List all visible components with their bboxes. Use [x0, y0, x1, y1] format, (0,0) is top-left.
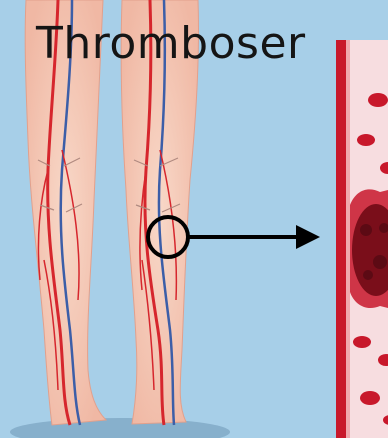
vessel-cross-section	[336, 40, 388, 438]
vessel-wall-inner-left	[346, 40, 350, 438]
clot-cell	[373, 255, 387, 269]
red-blood-cell	[360, 391, 380, 405]
red-blood-cell	[368, 93, 388, 107]
clot-cell	[360, 224, 372, 236]
clot-cell	[363, 270, 373, 280]
diagram-title: Thromboser	[36, 22, 306, 66]
red-blood-cell	[353, 336, 371, 348]
vessel-wall-left	[336, 40, 346, 438]
red-blood-cell	[357, 134, 375, 146]
